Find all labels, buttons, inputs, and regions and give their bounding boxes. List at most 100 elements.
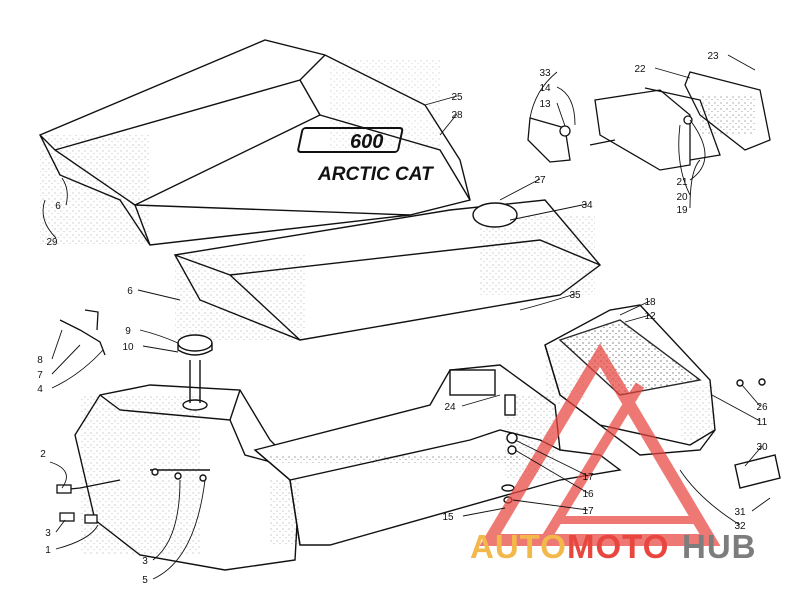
leader-line-11 (711, 394, 761, 422)
callout-10: 10 (122, 342, 134, 353)
callout-1: 1 (45, 545, 51, 556)
leader-lines (42, 54, 771, 580)
seat-strap-bracket (472, 202, 518, 228)
leader-line-28 (439, 113, 458, 136)
fuel-tank (74, 334, 301, 571)
decal-model-text: 600 (350, 131, 383, 153)
leader-line-24 (461, 394, 501, 407)
watermark-triangle-logo (479, 343, 721, 546)
callout-27: 27 (534, 175, 546, 186)
callout-20: 20 (676, 192, 688, 203)
callout-5: 5 (142, 575, 148, 586)
callout-19: 19 (676, 205, 688, 216)
callout-17: 17 (582, 506, 594, 517)
leader-line-29 (42, 199, 57, 239)
leader-line-15 (462, 507, 506, 517)
leader-line-18 (619, 300, 651, 316)
callout-2: 2 (40, 449, 46, 460)
callout-6: 6 (55, 201, 61, 212)
watermark-text-hub: HUB (682, 528, 757, 565)
callout-11: 11 (757, 417, 768, 428)
fuel-cap (177, 334, 213, 352)
callout-12: 12 (644, 311, 656, 322)
leader-line-3 (55, 519, 66, 533)
bulb (683, 115, 693, 125)
leader-line-31 (751, 497, 771, 512)
seat-base (173, 199, 602, 341)
leader-line-14 (556, 86, 576, 126)
leader-line-30 (744, 445, 763, 467)
leader-line-34 (509, 203, 588, 221)
leader-line-27 (499, 178, 541, 201)
leader-line-6 (137, 289, 181, 301)
leader-line-25 (424, 95, 458, 106)
leader-line-2 (49, 461, 67, 489)
callout-22: 22 (634, 64, 646, 75)
callout-9: 9 (125, 326, 131, 337)
callout-numbers: 1233456678910111213141516171718192021222… (37, 51, 768, 586)
tail-light-housing (594, 89, 691, 171)
callout-16: 16 (582, 489, 594, 500)
watermark-text-moto: MOTO (567, 528, 669, 565)
callout-21: 21 (676, 177, 688, 188)
console (253, 364, 622, 546)
leader-line-33 (529, 71, 558, 119)
leader-line-3 (152, 479, 181, 561)
callout-18: 18 (644, 297, 656, 308)
leader-line-22 (654, 67, 691, 79)
callout-8: 8 (37, 355, 43, 366)
watermark-text-auto: AUTO (470, 528, 567, 565)
leader-line-21 (689, 119, 706, 181)
leader-line-1 (55, 524, 99, 550)
callout-4: 4 (37, 384, 43, 395)
leader-line-17 (512, 499, 589, 511)
callout-34: 34 (581, 200, 593, 211)
leader-line-10 (142, 345, 179, 353)
callout-23: 23 (707, 51, 719, 62)
callout-33: 33 (539, 68, 551, 79)
callout-29: 29 (46, 237, 58, 248)
rear-cowl (544, 304, 781, 489)
callout-32: 32 (734, 521, 746, 532)
decal: 600 ARCTIC CAT (297, 127, 434, 185)
leader-line-12 (624, 314, 651, 323)
leader-line-23 (727, 54, 756, 71)
callout-3: 3 (142, 556, 148, 567)
grommet (559, 125, 571, 137)
decal-brand-text: ARCTIC CAT (317, 164, 434, 185)
callout-3: 3 (45, 528, 51, 539)
tail-light-assembly (527, 71, 771, 171)
callout-15: 15 (442, 512, 454, 523)
callout-30: 30 (756, 442, 768, 453)
leader-line-35 (519, 293, 576, 311)
fuel-line (56, 309, 121, 524)
leader-line-17 (514, 439, 589, 477)
leader-line-4 (51, 349, 104, 389)
callout-24: 24 (444, 402, 456, 413)
watermark: AUTO MOTO HUB (470, 343, 757, 565)
callout-25: 25 (451, 92, 463, 103)
callout-17: 17 (582, 472, 594, 483)
leader-line-13 (556, 102, 566, 127)
callout-14: 14 (539, 83, 551, 94)
leader-line-32 (679, 469, 741, 526)
callout-28: 28 (451, 110, 463, 121)
license-bracket (734, 454, 781, 489)
leader-line-20 (678, 124, 691, 196)
bracket (527, 117, 571, 163)
leader-line-7 (51, 344, 81, 375)
leader-line-8 (51, 329, 63, 360)
leader-line-5 (152, 479, 206, 580)
leader-line-26 (741, 384, 761, 407)
seat (39, 39, 471, 246)
leader-line-9 (139, 329, 179, 344)
callout-26: 26 (756, 402, 768, 413)
leader-line-6 (61, 177, 68, 206)
callout-6: 6 (127, 286, 133, 297)
callout-31: 31 (734, 507, 746, 518)
callout-35: 35 (569, 290, 581, 301)
callout-13: 13 (539, 99, 551, 110)
leader-line-19 (689, 159, 701, 209)
callout-7: 7 (37, 370, 43, 381)
